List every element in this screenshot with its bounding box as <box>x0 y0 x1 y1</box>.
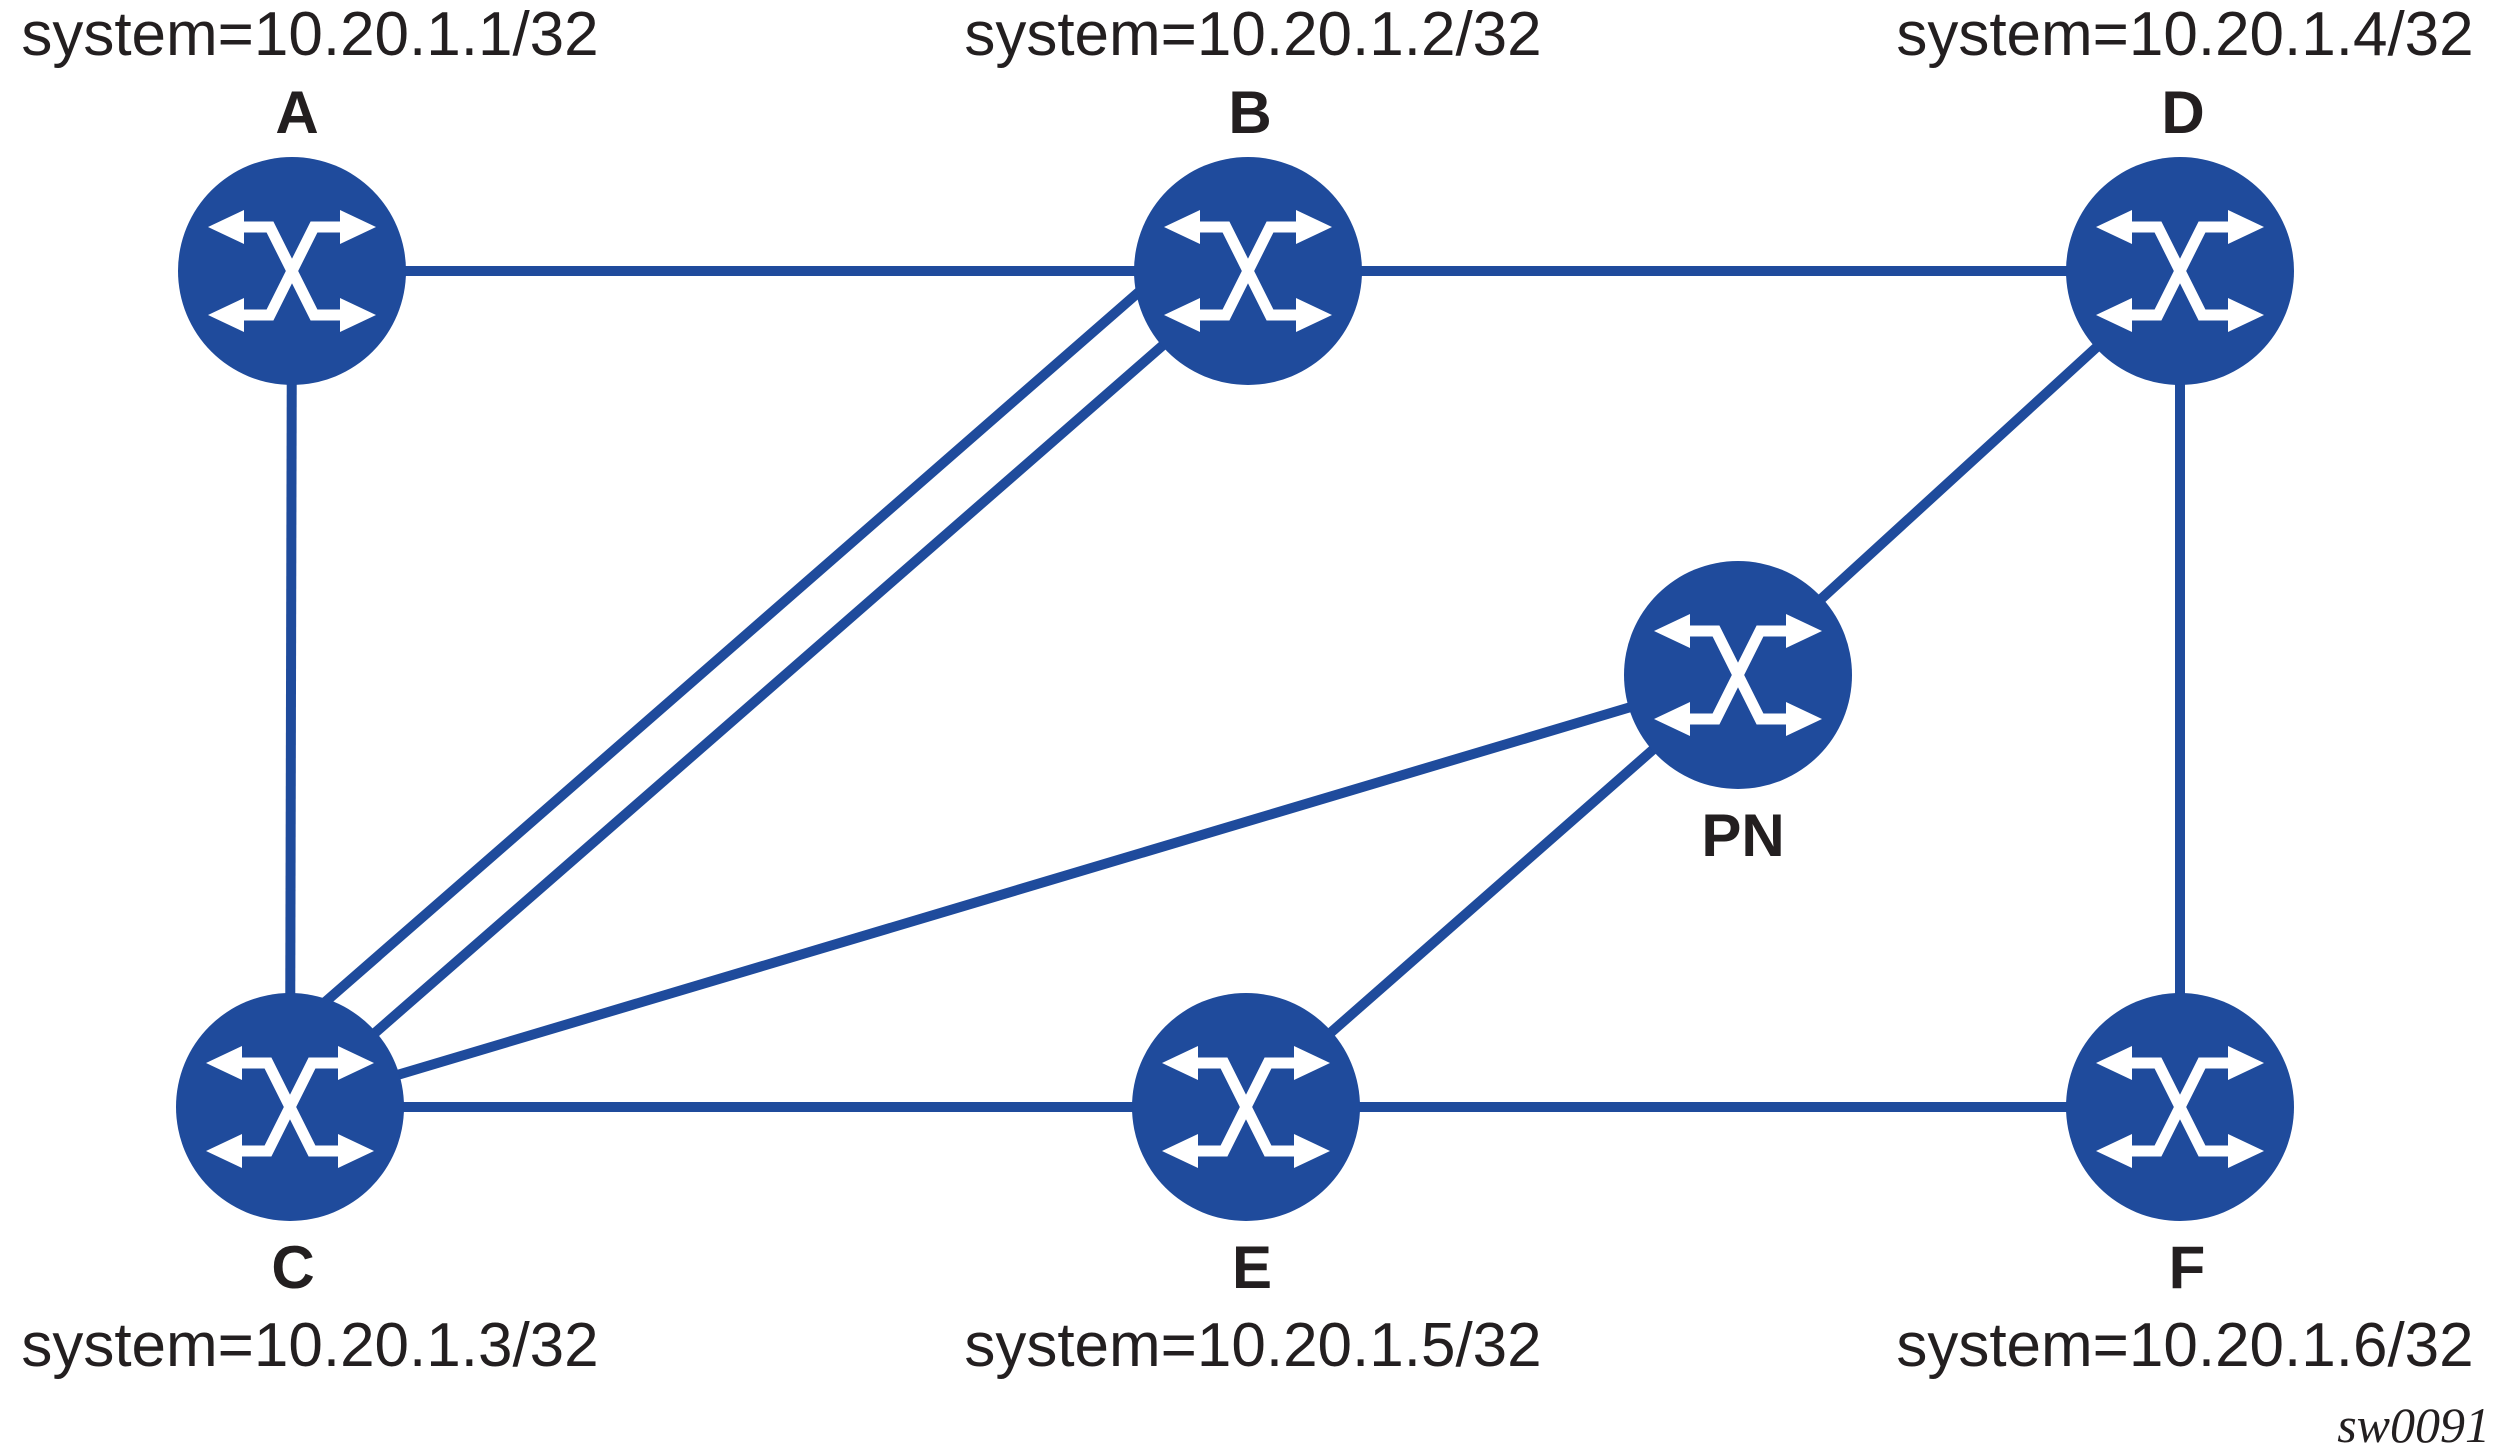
router-icon-pn <box>1624 561 1852 789</box>
link-c-b-2 <box>249 225 1215 1069</box>
link-c-pn <box>288 670 1740 1112</box>
figure-watermark: sw0091 <box>2337 1397 2490 1453</box>
node-label-a: A <box>275 79 318 146</box>
node-label-d: D <box>2161 79 2204 146</box>
node-label-f: F <box>2169 1234 2206 1301</box>
system-labels-layer: system=10.20.1.1/32 system=10.20.1.2/32 … <box>21 0 2473 1380</box>
link-c-b-1 <box>286 267 1252 1111</box>
system-label-a: system=10.20.1.1/32 <box>21 0 598 69</box>
link-a-c <box>285 270 297 1108</box>
router-icon-d <box>2066 157 2294 385</box>
router-icon-f <box>2066 993 2294 1221</box>
node-label-e: E <box>1232 1234 1272 1301</box>
system-label-d: system=10.20.1.4/32 <box>1896 0 2473 69</box>
node-label-pn: PN <box>1701 802 1784 869</box>
router-icon-e <box>1132 993 1360 1221</box>
node-label-b: B <box>1228 79 1271 146</box>
system-label-b: system=10.20.1.2/32 <box>964 0 1541 69</box>
system-label-f: system=10.20.1.6/32 <box>1896 1311 2473 1380</box>
router-icon-b <box>1134 157 1362 385</box>
links-layer <box>249 225 2185 1112</box>
node-letters-layer: A B D C E F PN <box>271 79 2205 1301</box>
system-label-c: system=10.20.1.3/32 <box>21 1311 598 1380</box>
router-icon-a <box>178 157 406 385</box>
nodes-layer <box>176 157 2294 1221</box>
system-label-e: system=10.20.1.5/32 <box>964 1311 1541 1380</box>
router-icon-c <box>176 993 404 1221</box>
node-label-c: C <box>271 1234 314 1301</box>
